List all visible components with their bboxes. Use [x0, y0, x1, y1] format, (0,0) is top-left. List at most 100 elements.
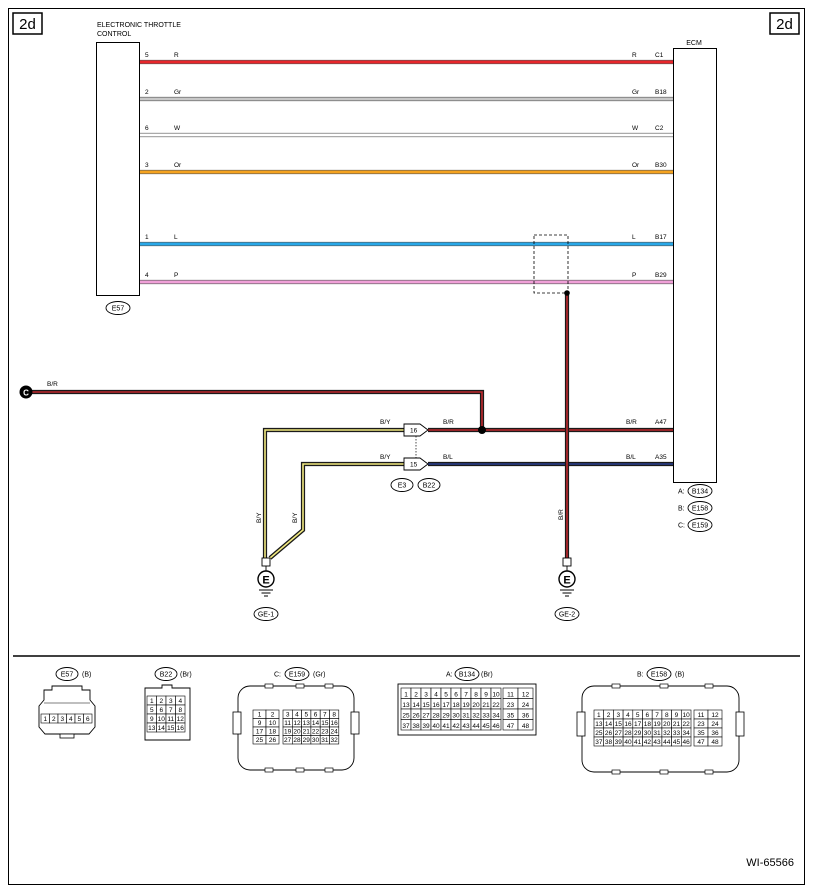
wire-terminal: C2	[655, 125, 664, 132]
b134-main-pin-label: 17	[442, 702, 450, 709]
throttle-connector-oval	[105, 301, 131, 315]
e158-side-pin-label: 24	[711, 721, 719, 728]
e57-oval	[55, 667, 79, 681]
b22-pin-label: 2	[159, 698, 163, 705]
figure-id: WI-65566	[746, 857, 794, 869]
e57-pin-label: 3	[60, 716, 64, 723]
e158-main-pin-label: 28	[624, 730, 632, 737]
e159-main-pin-label: 6	[314, 712, 318, 719]
e158-main-pin-label: 34	[683, 730, 691, 737]
b134-side-pin-label: 24	[522, 702, 530, 709]
ecm-legend-prefix: C:	[678, 523, 685, 530]
e159-main-pin-label: 27	[284, 737, 292, 744]
e158-main-pin-label: 26	[605, 730, 613, 737]
e158-main-pin-label: 7	[655, 712, 659, 719]
connector-c-circle	[19, 385, 33, 399]
wire-by-upper	[262, 427, 404, 558]
b134-color: (Br)	[481, 672, 493, 679]
b22-pin-label: 8	[178, 707, 182, 714]
b22-pin-label: 16	[177, 725, 185, 732]
wire-terminal: B30	[655, 162, 667, 169]
b22-pin-label: 5	[150, 707, 154, 714]
e159-main-pin-label: 29	[303, 737, 311, 744]
ecm-legend-prefix: A:	[678, 489, 685, 496]
b134-main-pin-label: 13	[402, 702, 410, 709]
ecm-legend-connector: B134	[692, 489, 708, 496]
e158-main-pin-label: 38	[605, 739, 613, 746]
b134-main-pin-label: 19	[462, 702, 470, 709]
b134-main-pin-label: 32	[472, 713, 480, 720]
ground-2-label: GE-2	[559, 612, 575, 619]
b22-pin-label: 1	[150, 698, 154, 705]
e158-main-pin-label: 20	[663, 721, 671, 728]
wire-color-left: R	[174, 52, 179, 59]
e159-main-pin-label: 20	[293, 729, 301, 736]
e57-housing	[38, 685, 96, 735]
e158-main-pin-label: 45	[673, 739, 681, 746]
badge-right	[769, 12, 800, 35]
wire-pin-label: 1	[145, 234, 149, 241]
e57-pin-label: 6	[86, 716, 90, 723]
b22-pin-label: 15	[167, 725, 175, 732]
b22-pin-label: 13	[148, 725, 156, 732]
e158-main-pin-label: 17	[634, 721, 642, 728]
ground-2-e: E	[563, 575, 570, 587]
e159-main-pin-label: 11	[284, 720, 291, 727]
e57-pin-label: 1	[43, 716, 47, 723]
e159-main-pin-label: 16	[331, 720, 339, 727]
b134-side-pin-label: 48	[522, 723, 530, 730]
b134-name: B134	[459, 672, 475, 679]
b134-main-pin-label: 42	[452, 723, 460, 730]
e159-left-pin-label: 9	[258, 720, 262, 727]
e158-side-pin-label: 12	[711, 712, 719, 719]
e159-main-pin-label: 30	[312, 737, 320, 744]
e158-main-pin-label: 44	[663, 739, 671, 746]
b134-side-pin-label: 23	[507, 702, 515, 709]
e159-main-pin-label: 28	[293, 737, 301, 744]
e158-main-pin-label: 39	[615, 739, 623, 746]
e158-side-pin-label: 47	[697, 739, 705, 746]
by-label-upper: B/Y	[380, 419, 391, 426]
e159-main-pin-label: 15	[321, 720, 329, 727]
wire-color-right: R	[632, 52, 637, 59]
e158-color: (B)	[675, 672, 684, 679]
b134-main-pin-label: 25	[402, 713, 410, 720]
e158-main-pin-label: 46	[683, 739, 691, 746]
e158-main-pin-label: 5	[636, 712, 640, 719]
e159-main-pin-label: 4	[295, 712, 299, 719]
wire-br-c-stripe	[26, 391, 483, 430]
e158-prefix: B:	[637, 672, 644, 679]
b22-pin-label: 6	[159, 707, 163, 714]
e57-color: (B)	[82, 672, 91, 679]
b22-pin-label: 9	[150, 716, 154, 723]
e158-main-pin-label: 32	[663, 730, 671, 737]
inline-connector-15	[403, 457, 429, 471]
b134-main-pin-label: 38	[412, 723, 420, 730]
e158-main-pin-label: 2	[607, 712, 611, 719]
junction-dot	[478, 426, 486, 434]
ground-1-terminal	[261, 557, 271, 567]
by-label-lower: B/Y	[380, 454, 391, 461]
e159-left-pin-label: 2	[271, 712, 275, 719]
wire-color-right: W	[632, 125, 639, 132]
b134-oval	[454, 667, 480, 681]
ecm-module-box	[673, 48, 717, 483]
ground-1-label: GE-1	[258, 612, 274, 619]
e158-side-pin-cell	[707, 736, 723, 747]
e158-side-pin-label: 11	[698, 712, 705, 719]
b134-main-pin-label: 8	[474, 692, 478, 699]
b134-main-pin-label: 21	[482, 702, 490, 709]
e57-pin-cell	[83, 713, 93, 724]
ecm-title: ECM	[686, 40, 702, 47]
e158-main-pin-label: 18	[644, 721, 652, 728]
vertical-by-2: B/Y	[292, 512, 299, 523]
